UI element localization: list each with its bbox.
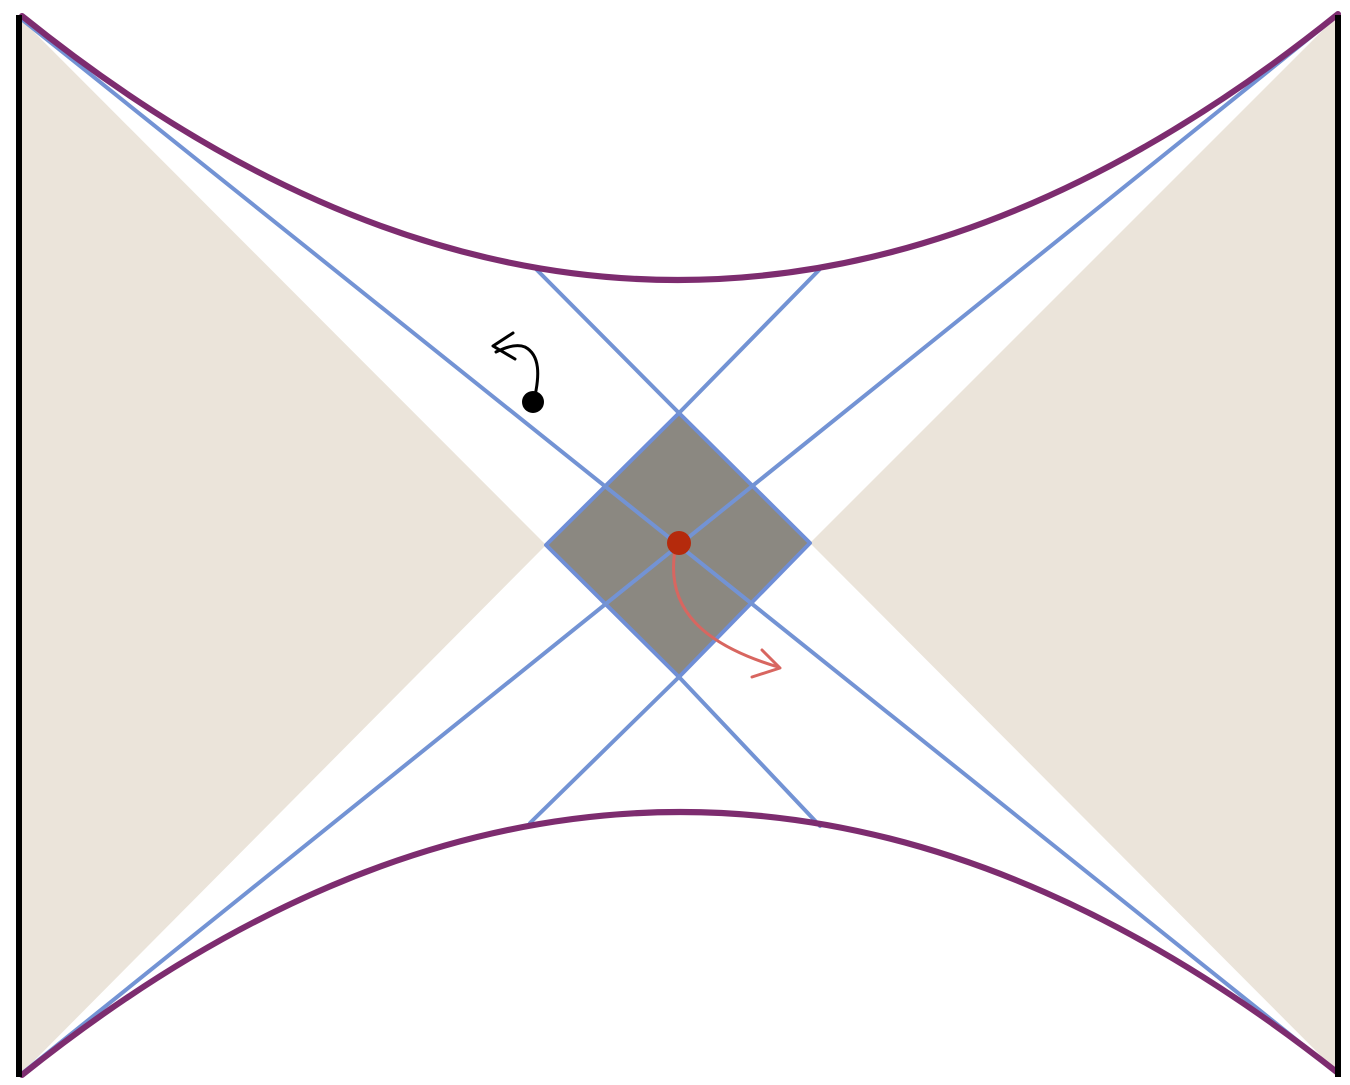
ray-top-right [677,266,823,415]
black-observer-arrowhead [491,331,517,361]
red-observer [667,531,782,679]
red-observer-arrowhead [750,648,782,679]
top-arc [19,11,1341,283]
black-observer [491,331,544,413]
black-observer-dot [522,391,544,413]
left-wedge [20,18,546,1075]
red-observer-path [672,548,780,669]
ray-top-left [533,266,681,415]
bottom-arc [19,809,1341,1078]
ray-bottom-right [677,675,822,828]
black-observer-path [494,344,540,402]
ray-bottom-left [528,675,681,825]
red-observer-dot [667,531,691,555]
right-wedge [810,15,1338,1073]
